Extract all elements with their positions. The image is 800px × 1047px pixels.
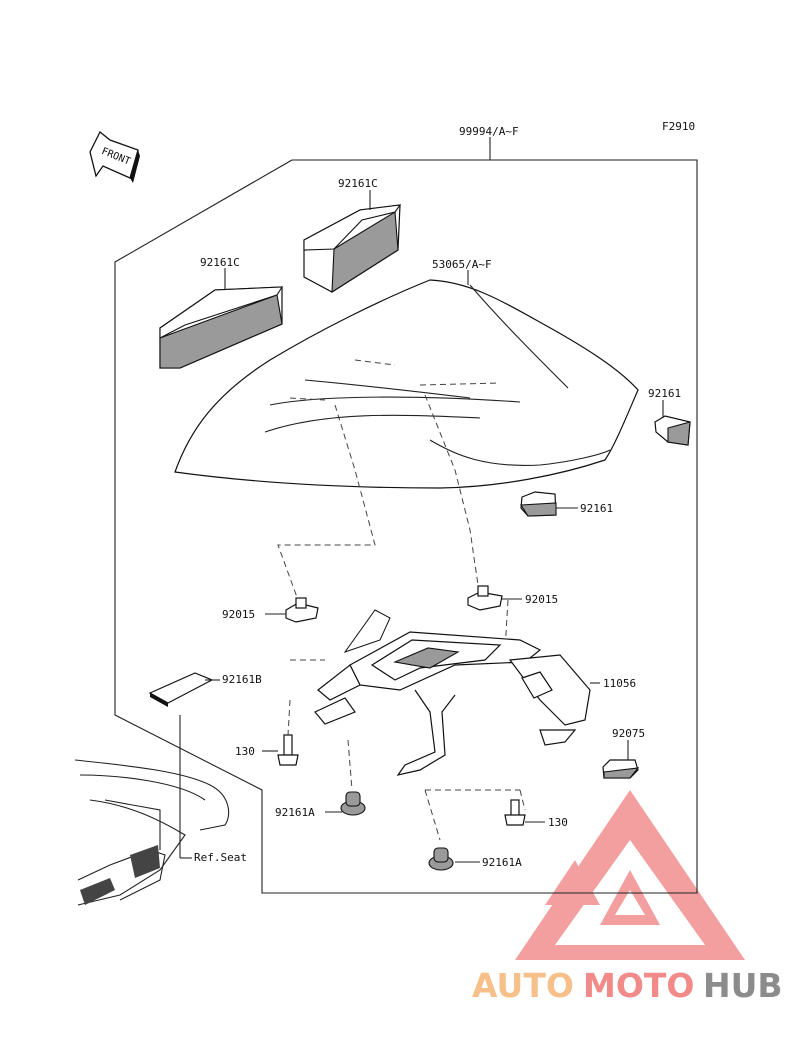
reference-seat: [74, 759, 230, 906]
label-92161a-left: 92161A: [275, 806, 315, 819]
assembly-lines: [277, 394, 526, 841]
label-92015-left: 92015: [222, 608, 255, 621]
figure-code: F2910: [662, 120, 695, 133]
damper-92161a-left: [325, 791, 366, 816]
bolt-130-right: [504, 799, 545, 826]
damper-92161a-right: [428, 847, 480, 871]
bracket-11056: [314, 609, 600, 776]
seat-cover-53065: [174, 270, 639, 489]
label-130-left: 130: [235, 745, 255, 758]
nut-92015-left: [265, 597, 319, 623]
kit-boundary: [114, 159, 698, 894]
band-92075: [602, 740, 640, 779]
pad-92161c-left: [159, 268, 284, 369]
nut-92015-right: [467, 585, 522, 611]
label-92161b: 92161B: [222, 673, 262, 686]
pad-92161c-top: [303, 190, 402, 294]
label-92161-mid: 92161: [580, 502, 613, 515]
pad-92161-right: [654, 400, 691, 446]
bolt-130-left: [262, 734, 299, 766]
label-92015-right: 92015: [525, 593, 558, 606]
label-11056: 11056: [603, 677, 636, 690]
label-99994: 99994/A~F: [459, 125, 519, 138]
label-130-right: 130: [548, 816, 568, 829]
watermark-hub: HUB: [703, 966, 783, 1005]
front-arrow-icon: FRONT: [89, 130, 140, 183]
label-92161a-right: 92161A: [482, 856, 522, 869]
watermark-auto: AUTO: [472, 966, 574, 1005]
pad-92161b: [148, 672, 220, 838]
label-53065: 53065/A~F: [432, 258, 492, 271]
label-92161c-top: 92161C: [338, 177, 378, 190]
label-92075: 92075: [612, 727, 645, 740]
label-92161-right: 92161: [648, 387, 681, 400]
pad-92161-mid: [520, 491, 578, 517]
watermark-moto: MOTO: [583, 966, 694, 1005]
label-92161c-left: 92161C: [200, 256, 240, 269]
watermark-text: AUTO MOTO HUB: [472, 966, 783, 1005]
label-ref-seat: Ref.Seat: [194, 851, 247, 864]
